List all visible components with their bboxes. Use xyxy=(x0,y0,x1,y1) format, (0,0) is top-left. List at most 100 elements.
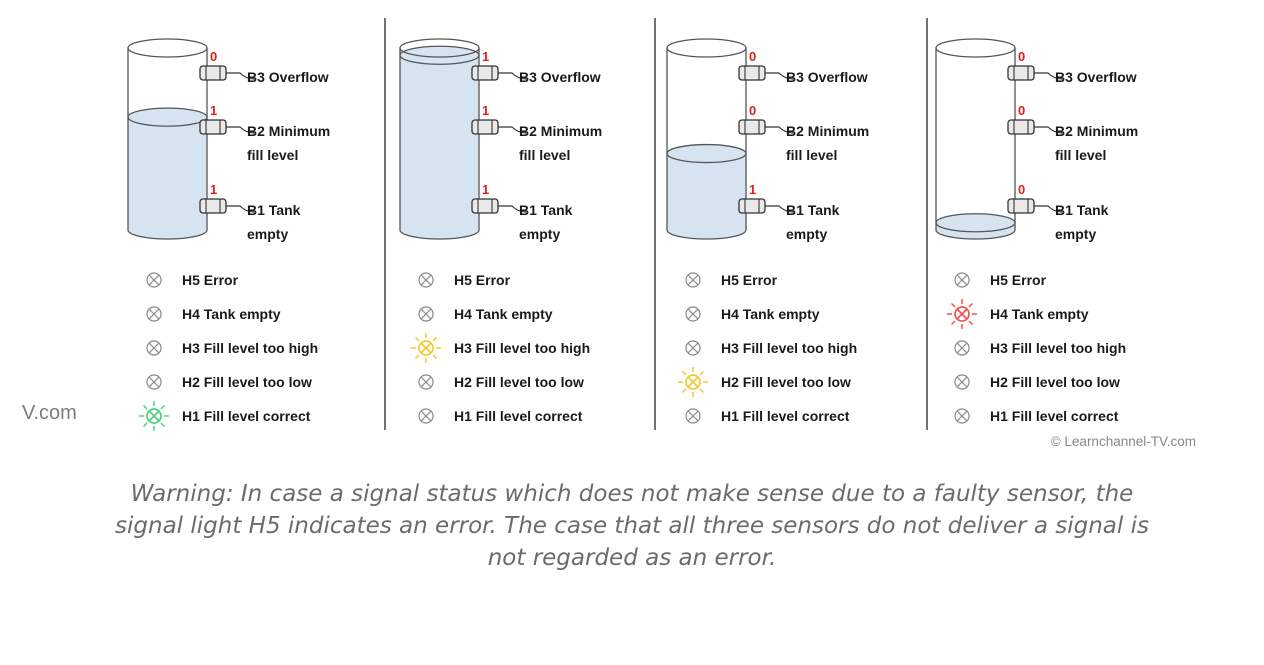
lamp-h4: H4 Tank empty xyxy=(146,306,281,322)
lamp-label: H5 Error xyxy=(182,272,239,288)
sensor-label: B1 Tank xyxy=(786,202,840,218)
sensor-state-value: 1 xyxy=(749,182,756,197)
lamp-off-icon xyxy=(954,272,970,288)
water-fill xyxy=(127,107,208,239)
lamp-label: H2 Fill level too low xyxy=(182,374,312,390)
lamp-off-icon xyxy=(418,272,434,288)
sensor-b3: 1B3 Overflow xyxy=(471,49,601,85)
lamp-h4: H4 Tank empty xyxy=(685,306,820,322)
lamp-off-icon xyxy=(954,340,970,356)
lamp-h1: H1 Fill level correct xyxy=(139,401,311,431)
lamp-label: H2 Fill level too low xyxy=(990,374,1120,390)
lamp-label: H4 Tank empty xyxy=(721,306,820,322)
sensor-label: B2 Minimum xyxy=(786,123,869,139)
sensor-b1: 0 B1 Tank empty xyxy=(1007,182,1109,242)
water-fill xyxy=(399,45,480,239)
lamp-h4: H4 Tank empty xyxy=(947,299,1089,329)
sensor-label: B1 Tank xyxy=(247,202,301,218)
lamp-h5: H5 Error xyxy=(954,272,1047,288)
lamp-off-icon xyxy=(418,306,434,322)
lamp-label: H5 Error xyxy=(721,272,778,288)
lamp-h1: H1 Fill level correct xyxy=(954,408,1119,424)
lamp-h2: H2 Fill level too low xyxy=(146,374,312,390)
tank-cylinder xyxy=(935,38,1016,240)
sensor-label: B3 Overflow xyxy=(519,69,601,85)
lamp-h3: H3 Fill level too high xyxy=(146,340,318,356)
sensor-b3: 0 B3 Overflow xyxy=(1007,49,1137,85)
sensor-state-value: 0 xyxy=(749,49,756,64)
sensor-label: B3 Overflow xyxy=(247,69,329,85)
lamp-label: H3 Fill level too high xyxy=(721,340,857,356)
watermark-left: V.com xyxy=(22,402,77,424)
sensor-label: B3 Overflow xyxy=(1055,69,1137,85)
sensor-state-value: 0 xyxy=(749,103,756,118)
lamp-h2: H2 Fill level too low xyxy=(418,374,584,390)
lamp-h3: H3 Fill level too high xyxy=(685,340,857,356)
lamp-off-icon xyxy=(418,408,434,424)
lamp-on-icon xyxy=(411,333,441,363)
lamp-h2: H2 Fill level too low xyxy=(954,374,1120,390)
sensor-label: fill level xyxy=(247,147,298,163)
lamp-off-icon xyxy=(146,306,162,322)
sensor-state-value: 0 xyxy=(1018,103,1025,118)
sensor-b3: 0 B3 Overflow xyxy=(199,49,329,85)
lamp-off-icon xyxy=(146,374,162,390)
lamp-label: H4 Tank empty xyxy=(990,306,1089,322)
lamp-on-icon xyxy=(678,367,708,397)
water-fill xyxy=(935,213,1016,239)
lamp-label: H3 Fill level too high xyxy=(454,340,590,356)
lamp-off-icon xyxy=(954,408,970,424)
sensor-label: B2 Minimum xyxy=(519,123,602,139)
lamp-h3: H3 Fill level too high xyxy=(954,340,1126,356)
sensor-state-value: 0 xyxy=(210,49,217,64)
lamp-on-icon xyxy=(139,401,169,431)
sensor-label: B3 Overflow xyxy=(786,69,868,85)
sensor-label: empty xyxy=(1055,226,1096,242)
sensor-label: B1 Tank xyxy=(1055,202,1109,218)
sensor-state-value: 1 xyxy=(210,182,217,197)
lamp-h2: H2 Fill level too low xyxy=(678,367,851,397)
sensor-label: B1 Tank xyxy=(519,202,573,218)
lamp-off-icon xyxy=(954,374,970,390)
sensor-b2: 0 B2 Minimum fill level xyxy=(738,103,869,163)
sensor-state-value: 0 xyxy=(1018,49,1025,64)
lamp-label: H4 Tank empty xyxy=(454,306,553,322)
warning-caption: Warning: In case a signal status which d… xyxy=(0,478,1264,574)
lamp-off-icon xyxy=(685,272,701,288)
copyright-label: © Learnchannel-TV.com xyxy=(1051,434,1196,449)
lamp-off-icon xyxy=(146,340,162,356)
water-fill xyxy=(666,143,747,239)
lamp-h3: H3 Fill level too high xyxy=(411,333,590,363)
caption-line-1: Warning: In case a signal status which d… xyxy=(130,481,1134,507)
lamp-label: H5 Error xyxy=(454,272,511,288)
lamp-label: H3 Fill level too high xyxy=(990,340,1126,356)
sensor-state-value: 0 xyxy=(1018,182,1025,197)
lamp-off-icon xyxy=(146,272,162,288)
sensor-state-value: 1 xyxy=(482,182,489,197)
sensor-label: fill level xyxy=(786,147,837,163)
lamp-label: H4 Tank empty xyxy=(182,306,281,322)
lamp-off-icon xyxy=(685,408,701,424)
lamp-h1: H1 Fill level correct xyxy=(418,408,583,424)
lamp-off-icon xyxy=(685,340,701,356)
lamp-label: H1 Fill level correct xyxy=(182,408,311,424)
lamp-h5: H5 Error xyxy=(685,272,778,288)
sensor-label: B2 Minimum xyxy=(1055,123,1138,139)
caption-line-2: signal light H5 indicates an error. The … xyxy=(115,513,1149,539)
lamp-off-icon xyxy=(685,306,701,322)
lamp-h5: H5 Error xyxy=(418,272,511,288)
lamp-label: H3 Fill level too high xyxy=(182,340,318,356)
sensor-b3: 0 B3 Overflow xyxy=(738,49,868,85)
lamp-label: H1 Fill level correct xyxy=(721,408,850,424)
lamp-on-icon xyxy=(947,299,977,329)
lamp-h5: H5 Error xyxy=(146,272,239,288)
